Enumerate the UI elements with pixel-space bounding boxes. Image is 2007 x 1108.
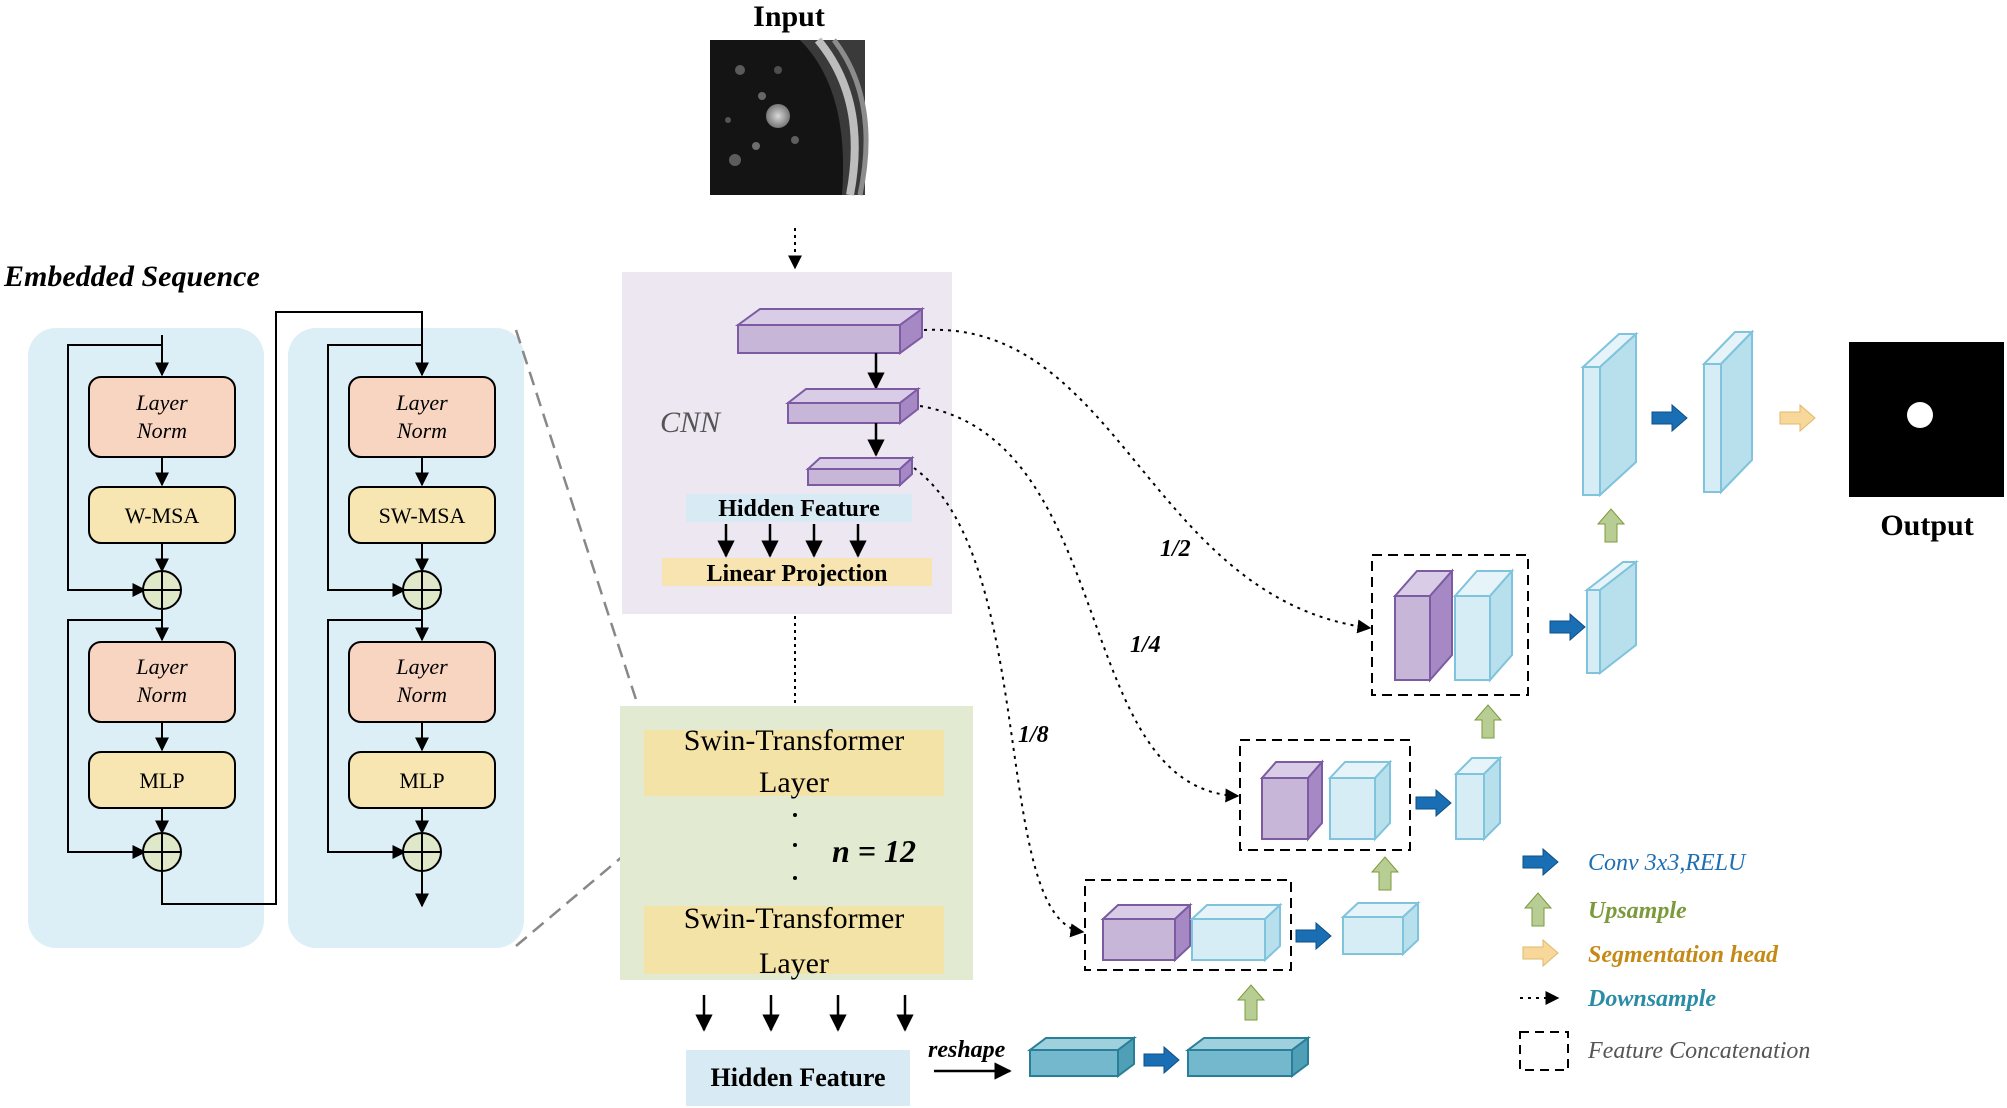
skip-connection-1-4 [919,405,1240,803]
up-arrow-icon [1523,892,1553,927]
plus-circle-icon [402,832,442,872]
cyan-final-feature-1 [1580,331,1639,498]
purple-skip-feature-1-2 [1392,568,1455,683]
segmentation-head-arrow [1522,938,1559,968]
block2-norm2-line1: Layer [395,654,448,679]
legend-upsample-label: Upsample [1588,898,1687,924]
block1-norm2-line1: Layer [135,654,188,679]
ct-scan-input-image [710,37,869,196]
purple-skip-feature-1-8 [1100,902,1193,963]
swin-ellipsis [793,813,797,880]
block1-norm2-line2: Norm [136,682,187,707]
output-label: Output [1880,509,1973,542]
block2-norm1-line2: Norm [396,418,447,443]
up-arrow-icon [1236,984,1266,1021]
block2-norm2-line2: Norm [396,682,447,707]
legend: Conv 3x3,RELU Upsample Segmentation head… [1519,847,1810,1071]
right-arrow-icon [1549,612,1586,642]
linear-projection-label: Linear Projection [706,561,887,587]
swin-layer-top [644,730,944,796]
block1-layer-norm-1 [88,376,236,458]
cyan-feature-1-8 [1189,902,1283,963]
block1-wmsa-label: W-MSA [125,503,200,528]
concat-box-1-8 [1084,879,1292,971]
swin-layer-top-line2: Layer [759,766,829,799]
cnn-hidden-feature-bar [686,494,912,522]
plus-circle-icon [142,570,182,610]
block2-mlp-label: MLP [399,768,444,793]
reshape-label: reshape [928,1037,1006,1063]
swin-layer-top-line1: Swin-Transformer [684,724,905,757]
cyan-feature-1-2 [1452,568,1515,683]
segmentation-head-arrow [1779,403,1816,433]
bottom-hidden-feature-box [686,1050,910,1106]
hidden-to-projection-arrows [717,524,867,558]
legend-concat-label: Feature Concatenation [1587,1038,1810,1064]
swin-layer-bottom-line2: Layer [759,947,829,980]
cyan-feature-1-4 [1327,759,1393,842]
concat-box-1-4 [1239,739,1411,851]
embedded-sequence-title: Embedded Sequence [3,260,260,293]
swin-output-arrows [695,995,914,1032]
cyan-final-feature-2 [1701,329,1755,495]
legend-conv-label: Conv 3x3,RELU [1588,850,1747,876]
legend-downsample-label: Downsample [1587,986,1716,1012]
swin-layer-count: n = 12 [832,833,916,869]
plus-circle-icon [142,832,182,872]
input-label: Input [753,0,825,33]
cnn-feature-3 [805,455,915,488]
zoom-line-top [514,329,644,719]
plus-circle-icon [402,570,442,610]
cnn-label: CNN [660,406,722,439]
block1-norm1-line2: Norm [136,418,187,443]
cyan-conv-feature-1-8 [1340,900,1421,957]
cyan-conv-feature-1-4 [1453,755,1503,842]
cyan-conv-feature-1-2 [1584,559,1639,676]
right-arrow-icon [1415,788,1452,818]
up-arrow-icon [1596,508,1626,543]
swin-layer-bottom [644,906,944,974]
right-arrow-icon [1651,403,1688,433]
bottom-hidden-feature-label: Hidden Feature [710,1063,885,1092]
concat-legend-box [1519,1031,1569,1071]
right-arrow-icon [1143,1045,1180,1075]
block2-swmsa-label: SW-MSA [379,503,466,528]
legend-seg-head-label: Segmentation head [1588,942,1779,968]
block1-norm1-line1: Layer [135,390,188,415]
skip-connection-1-2 [923,328,1372,634]
purple-skip-feature-1-4 [1259,759,1325,842]
segmentation-output-image [1849,342,2004,497]
cnn-feature-1 [734,307,926,355]
block1-mlp-label: MLP [139,768,184,793]
swin-layer-bottom-line1: Swin-Transformer [684,902,905,935]
cnn-feature-2 [785,386,921,426]
right-arrow-icon [1295,921,1332,951]
scale-label-1-4: 1/4 [1130,632,1161,658]
scale-label-1-8: 1/8 [1018,722,1049,748]
scale-label-1-2: 1/2 [1160,536,1191,562]
up-arrow-icon [1473,704,1503,739]
teal-feature-2 [1185,1036,1311,1078]
block2-layer-norm-1 [348,376,496,458]
concat-box-1-2 [1371,554,1529,696]
swin-block-2: Layer Norm SW-MSA Layer Norm MLP [327,335,496,908]
right-arrow-icon [1522,847,1559,877]
up-arrow-icon [1370,856,1400,891]
linear-projection-bar [662,558,932,586]
cnn-hidden-feature-label: Hidden Feature [718,496,880,522]
teal-feature-1 [1027,1036,1137,1078]
block1-to-block2-connector [161,311,423,905]
swin-block-1: Layer Norm W-MSA Layer Norm MLP [67,335,236,872]
block2-norm1-line1: Layer [395,390,448,415]
